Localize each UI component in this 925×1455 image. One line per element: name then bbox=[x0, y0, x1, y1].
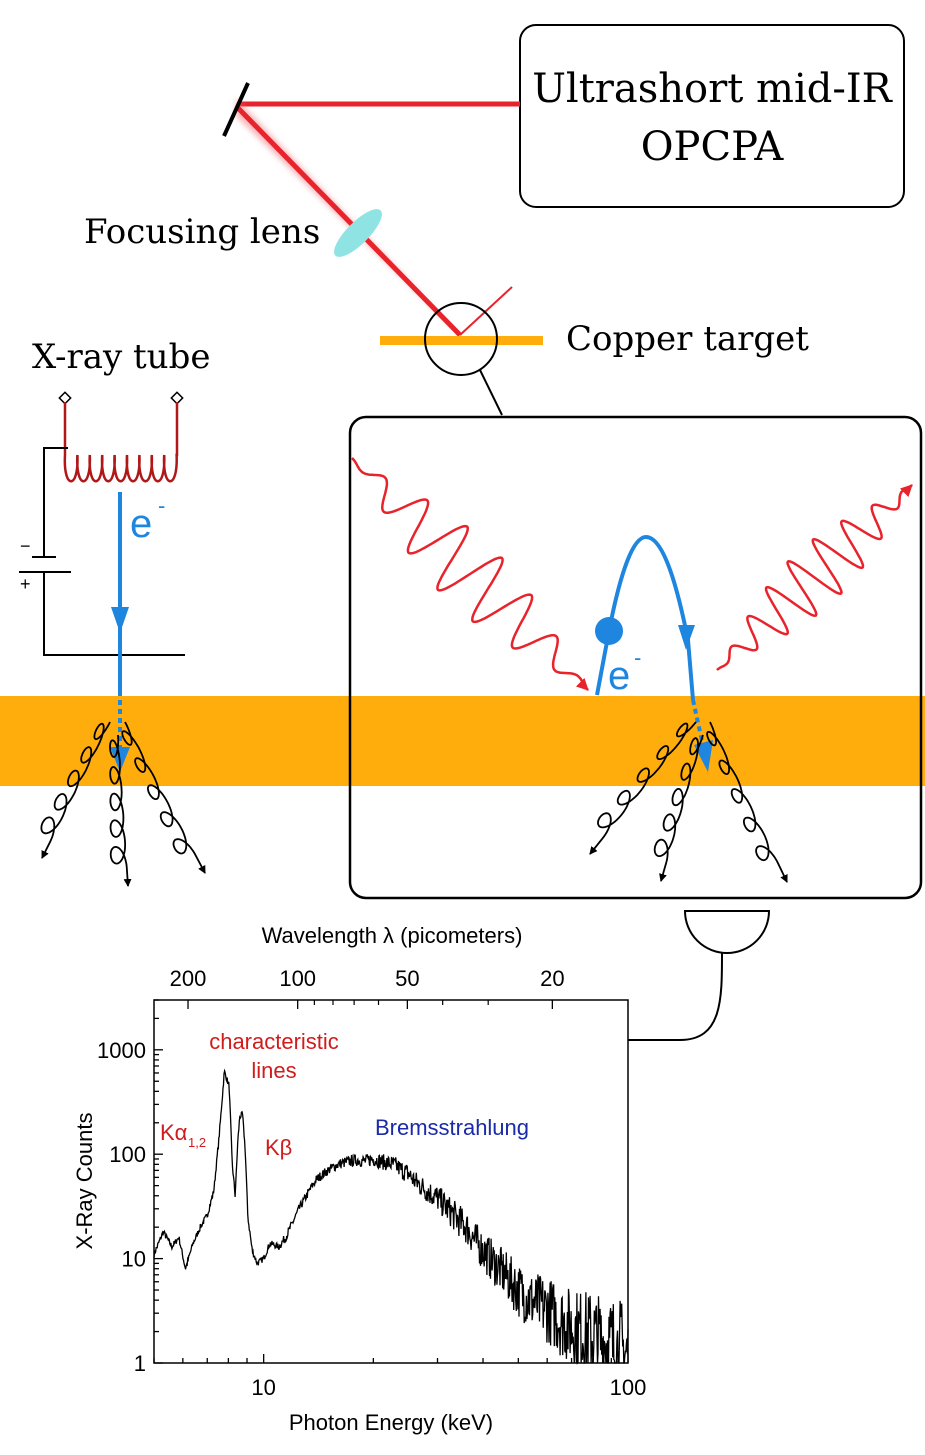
laser-beam bbox=[236, 97, 520, 337]
laser-box-outline bbox=[519, 24, 905, 208]
top-tick-label: 200 bbox=[170, 966, 207, 991]
annotation-characteristic-1: characteristic bbox=[209, 1029, 339, 1054]
zoom-electron-label: e bbox=[608, 654, 630, 698]
xray-spiral-left-1 bbox=[40, 721, 111, 859]
outgoing-harmonic-wave bbox=[716, 484, 913, 671]
top-tick-label: 20 bbox=[540, 966, 564, 991]
detector-cable bbox=[628, 952, 723, 1041]
x-ray-tube: X-ray tube − + e - bbox=[19, 337, 210, 700]
mirror bbox=[222, 82, 250, 137]
zoom-connector bbox=[479, 369, 503, 416]
laser-label-line-1: Ultrashort mid-IR bbox=[532, 66, 893, 112]
plot-frame bbox=[153, 999, 629, 1364]
copper-slab bbox=[0, 696, 925, 786]
tube-xray-emission bbox=[40, 721, 206, 887]
zoom-electron-sup: - bbox=[634, 645, 641, 670]
xray-spectrum-chart: 10 100 1 10 100 1000 200 100 50 20 Wavelength λ (… bbox=[72, 923, 646, 1435]
y-tick-label: 1000 bbox=[97, 1038, 146, 1063]
tube-electron-arrowhead bbox=[111, 607, 129, 633]
copper-target bbox=[380, 336, 543, 345]
y-tick-label: 1 bbox=[134, 1351, 146, 1376]
xray-spiral-zoom-1 bbox=[589, 721, 697, 855]
zoom-box bbox=[348, 415, 923, 900]
laser-label-line-2: OPCPA bbox=[641, 124, 785, 170]
zoom-xray-emission bbox=[589, 721, 788, 883]
y-axis-label: X-Ray Counts bbox=[72, 1113, 97, 1250]
tube-label: X-ray tube bbox=[32, 337, 210, 377]
focus-circle bbox=[424, 302, 498, 376]
annotation-k-alpha-sub: 1,2 bbox=[188, 1135, 206, 1150]
beam-reflected bbox=[459, 286, 513, 336]
battery-plus: + bbox=[20, 574, 31, 594]
focusing-lens bbox=[334, 209, 382, 257]
battery-minus: − bbox=[20, 536, 31, 556]
electron-trajectory bbox=[595, 534, 695, 701]
tube-electron-sup: - bbox=[158, 493, 165, 518]
top-tick-label: 100 bbox=[279, 966, 316, 991]
trajectory-arrowhead bbox=[678, 625, 695, 650]
annotation-k-beta: Kβ bbox=[265, 1135, 292, 1160]
xray-spiral-left-3 bbox=[121, 721, 206, 874]
y-tick-label: 100 bbox=[109, 1142, 146, 1167]
terminal-right bbox=[170, 391, 184, 405]
top-tick-label: 50 bbox=[395, 966, 419, 991]
detector bbox=[683, 910, 771, 954]
spectrum-line bbox=[153, 1068, 629, 1365]
x-tick-label: 10 bbox=[251, 1375, 275, 1400]
annotation-bremsstrahlung: Bremsstrahlung bbox=[375, 1115, 529, 1140]
incoming-laser-wave bbox=[351, 457, 589, 691]
filament-coil bbox=[63, 402, 179, 483]
electron-dot bbox=[595, 617, 623, 645]
lens-label: Focusing lens bbox=[84, 212, 320, 252]
x-tick-label: 100 bbox=[610, 1375, 647, 1400]
circuit-wire-anode bbox=[43, 572, 185, 656]
annotation-k-alpha: Kα bbox=[160, 1120, 188, 1145]
laser-source-box: Ultrashort mid-IR OPCPA bbox=[519, 24, 905, 208]
xray-spiral-left-2 bbox=[109, 734, 132, 887]
top-axis-label: Wavelength λ (picometers) bbox=[262, 923, 523, 948]
terminal-left bbox=[58, 391, 72, 405]
circuit-wire-top bbox=[43, 447, 68, 557]
xray-spiral-zoom-3 bbox=[706, 721, 788, 883]
tube-electron-label: e bbox=[130, 502, 152, 546]
xray-spiral-zoom-2 bbox=[653, 734, 704, 882]
axis-ticks: 10 100 1 10 100 1000 200 100 50 20 bbox=[97, 966, 646, 1400]
x-axis-label: Photon Energy (keV) bbox=[289, 1410, 493, 1435]
y-tick-label: 10 bbox=[122, 1247, 146, 1272]
beam-converging bbox=[236, 106, 462, 337]
annotation-characteristic-2: lines bbox=[251, 1058, 296, 1083]
target-label: Copper target bbox=[566, 319, 809, 359]
